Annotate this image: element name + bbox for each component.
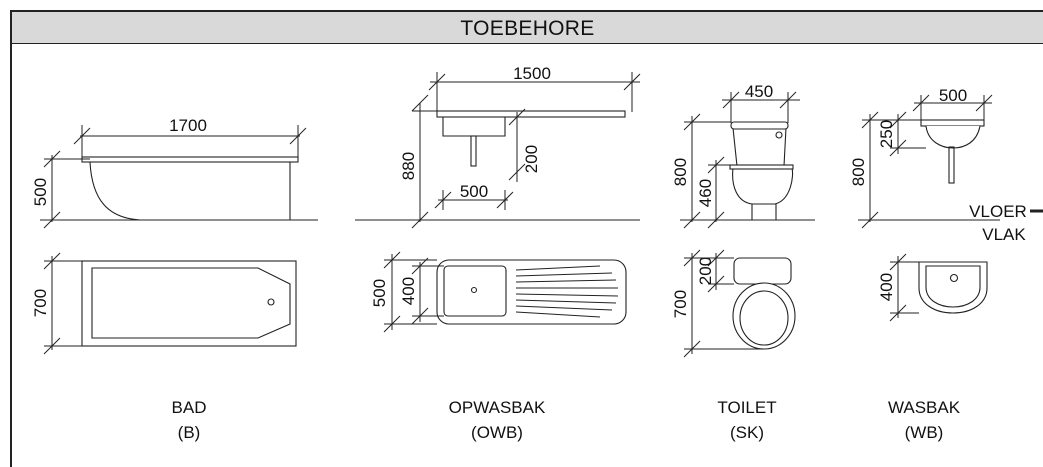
- bath-width-label: 700: [31, 289, 50, 317]
- sink-inner-label: 400: [399, 277, 418, 305]
- caption-bad-code: (B): [178, 423, 201, 442]
- basin-depth-label: 400: [877, 273, 896, 301]
- caption-opwasbak-code: (OWB): [471, 423, 523, 442]
- sink-bowl-label: 500: [460, 182, 488, 201]
- caption-wasbak-name: WASBAK: [888, 398, 961, 417]
- sink-height-label: 880: [399, 152, 418, 180]
- sink-length-label: 1500: [513, 64, 551, 83]
- basin-height-dimension: [861, 111, 921, 229]
- toilet-width-dimension: [722, 91, 800, 123]
- basin-drop-dimension: [889, 111, 926, 157]
- toilet-seat-label: 460: [696, 179, 715, 207]
- caption-toilet-name: TOILET: [717, 398, 776, 417]
- sink-inner-dimension: [411, 257, 444, 325]
- bath-height-dimension: [43, 150, 90, 229]
- toilet-elevation: [729, 121, 794, 221]
- basin-drop-label: 250: [877, 120, 896, 148]
- bath-width-dimension: [43, 252, 82, 355]
- bath-elevation: [81, 156, 299, 221]
- caption-toilet-code: (SK): [730, 423, 764, 442]
- caption-wasbak-code: (WB): [905, 423, 944, 442]
- toilet-plan: [732, 257, 796, 350]
- toilet-height-label: 800: [671, 158, 690, 186]
- bath-length-label: 1700: [169, 116, 207, 135]
- sink-width-dimension: [383, 251, 437, 333]
- frame-left-border: [10, 44, 12, 467]
- bath-height-label: 500: [31, 178, 50, 206]
- basin-width-dimension: [912, 94, 993, 121]
- bath-length-dimension: [73, 125, 307, 158]
- sink-length-dimension: [428, 72, 641, 112]
- caption-opwasbak-name: OPWASBAK: [449, 398, 546, 417]
- toilet-height-dimension: [683, 113, 731, 229]
- toilet-width-label: 450: [745, 82, 773, 101]
- basin-plan: [918, 261, 988, 314]
- sink-depth-dimension: [505, 108, 526, 182]
- basin-height-label: 800: [849, 158, 868, 186]
- basin-depth-dimension: [889, 253, 919, 322]
- basin-elevation: [920, 119, 985, 184]
- toilet-tank-label: 200: [696, 257, 715, 285]
- sink-bowl-dimension: [434, 190, 514, 210]
- toilet-depth-dimension: [683, 249, 764, 358]
- sink-depth-label: 200: [522, 145, 541, 173]
- sink-elevation: [436, 110, 626, 167]
- basin-width-label: 500: [939, 86, 967, 105]
- toilet-depth-label: 700: [671, 290, 690, 318]
- floor-label-line2: VLAK: [982, 225, 1026, 244]
- drainboard-ridges: [515, 265, 619, 318]
- sink-width-label: 500: [370, 279, 389, 307]
- bath-plan: [81, 260, 297, 347]
- sink-height-dimension: [411, 94, 437, 229]
- page-title: TOEBEHORE: [460, 17, 595, 40]
- toilet-seat-dimension: [707, 156, 731, 229]
- caption-bad-name: BAD: [172, 398, 207, 417]
- floor-label-line1: VLOER: [969, 202, 1027, 221]
- sink-plan: [436, 259, 627, 325]
- header-bar: TOEBEHORE: [10, 10, 1043, 44]
